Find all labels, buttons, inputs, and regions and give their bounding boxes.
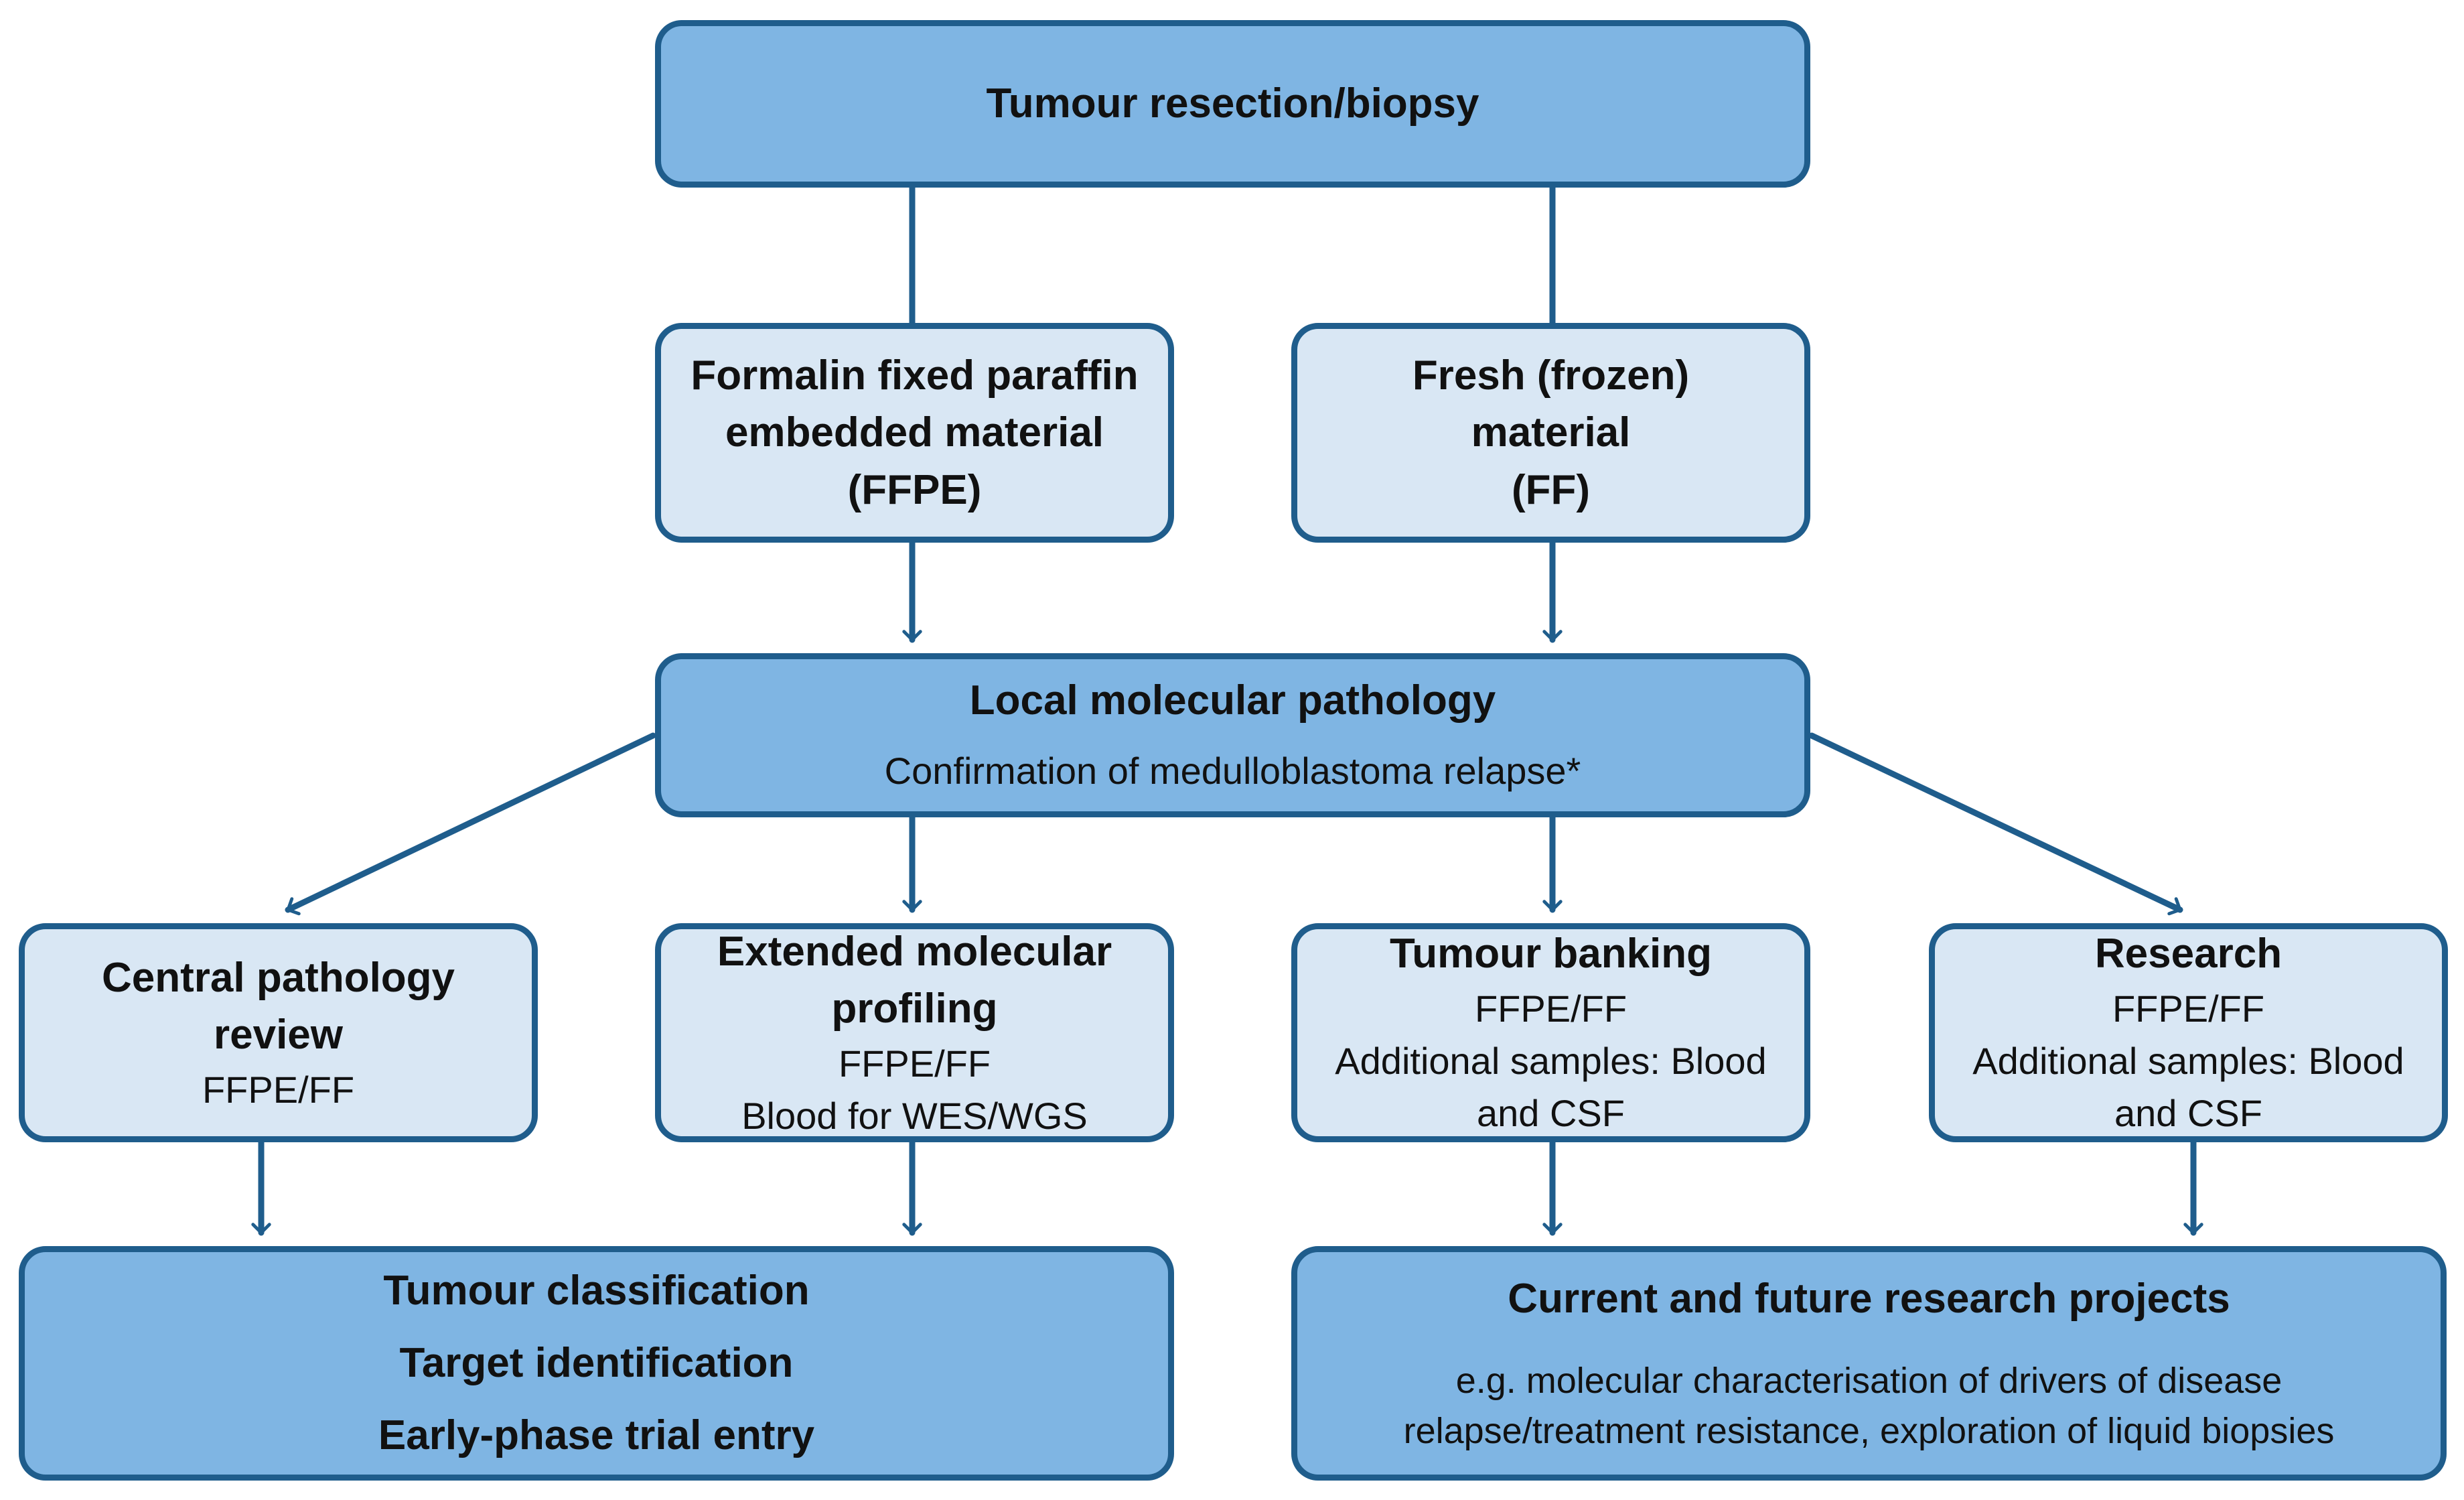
node-ff-line3: (FF) bbox=[1511, 466, 1591, 513]
node-ff-line2: material bbox=[1471, 409, 1631, 456]
node-central-line1: Central pathology bbox=[101, 954, 455, 1001]
node-tumour-classification-outcomes: Tumour classification Target identificat… bbox=[19, 1246, 1174, 1481]
node-tumour-banking: Tumour banking FFPE/FF Additional sample… bbox=[1291, 923, 1810, 1142]
node-research-projects: Current and future research projects e.g… bbox=[1291, 1246, 2447, 1481]
node-ff-line1: Fresh (frozen) bbox=[1412, 352, 1690, 399]
node-tumour-resection-title: Tumour resection/biopsy bbox=[986, 80, 1479, 127]
node-ffpe-line3: (FFPE) bbox=[847, 466, 982, 513]
node-banking-title: Tumour banking bbox=[1389, 931, 1713, 977]
node-research-detail2: Additional samples: Blood bbox=[1972, 1040, 2404, 1083]
node-local-molecular-pathology: Local molecular pathology Confirmation o… bbox=[655, 653, 1810, 817]
node-tumour-resection: Tumour resection/biopsy bbox=[655, 20, 1810, 188]
node-central-pathology-review: Central pathology review FFPE/FF bbox=[19, 923, 538, 1142]
node-ffpe-material: Formalin fixed paraffin embedded materia… bbox=[655, 323, 1174, 543]
node-research-detail3: and CSF bbox=[2114, 1092, 2262, 1135]
node-local-subtitle: Confirmation of medulloblastoma relapse* bbox=[884, 750, 1581, 793]
node-banking-detail2: Additional samples: Blood bbox=[1335, 1040, 1767, 1083]
node-fresh-frozen-material: Fresh (frozen) material (FF) bbox=[1291, 323, 1810, 543]
node-research-title: Research bbox=[2094, 931, 2282, 977]
node-ffpe-line1: Formalin fixed paraffin bbox=[691, 352, 1139, 399]
node-research: Research FFPE/FF Additional samples: Blo… bbox=[1929, 923, 2448, 1142]
outcome-tumour-classification: Tumour classification bbox=[383, 1268, 810, 1314]
node-projects-title: Current and future research projects bbox=[1508, 1275, 2230, 1322]
node-ffpe-line2: embedded material bbox=[725, 409, 1104, 456]
node-research-detail1: FFPE/FF bbox=[2112, 987, 2265, 1030]
node-central-detail: FFPE/FF bbox=[202, 1068, 355, 1111]
node-extended-line2: profiling bbox=[831, 985, 998, 1032]
node-extended-line1: Extended molecular bbox=[717, 928, 1112, 975]
node-banking-detail3: and CSF bbox=[1477, 1092, 1625, 1135]
node-banking-detail1: FFPE/FF bbox=[1474, 987, 1627, 1030]
outcome-early-phase-trial-entry: Early-phase trial entry bbox=[378, 1412, 815, 1458]
arrow-local-to-research bbox=[1808, 732, 2183, 916]
node-projects-detail1: e.g. molecular characterisation of drive… bbox=[1455, 1361, 2282, 1402]
node-extended-detail2: Blood for WES/WGS bbox=[741, 1095, 1088, 1138]
node-local-title: Local molecular pathology bbox=[969, 677, 1496, 724]
arrow-local-to-central bbox=[285, 732, 656, 916]
node-projects-detail2: relapse/treatment resistance, exploratio… bbox=[1403, 1410, 2335, 1451]
outcome-target-identification: Target identification bbox=[399, 1340, 794, 1387]
node-central-line2: review bbox=[213, 1012, 344, 1059]
node-extended-detail1: FFPE/FF bbox=[838, 1042, 991, 1085]
node-extended-molecular-profiling: Extended molecular profiling FFPE/FF Blo… bbox=[655, 923, 1174, 1142]
